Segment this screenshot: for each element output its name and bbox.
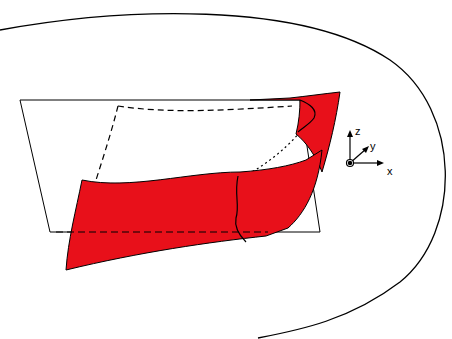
surface-patch — [250, 92, 340, 172]
hidden-edge — [118, 106, 292, 111]
axes — [347, 130, 385, 167]
surface-patch — [66, 150, 322, 270]
hidden-edge — [56, 232, 268, 233]
hidden-edge — [96, 106, 118, 180]
axis-label: z — [355, 126, 361, 137]
outer-boundary — [0, 14, 445, 338]
axis-label: y — [370, 141, 376, 152]
axis-label: x — [387, 166, 393, 177]
intersection-curve — [298, 100, 315, 132]
